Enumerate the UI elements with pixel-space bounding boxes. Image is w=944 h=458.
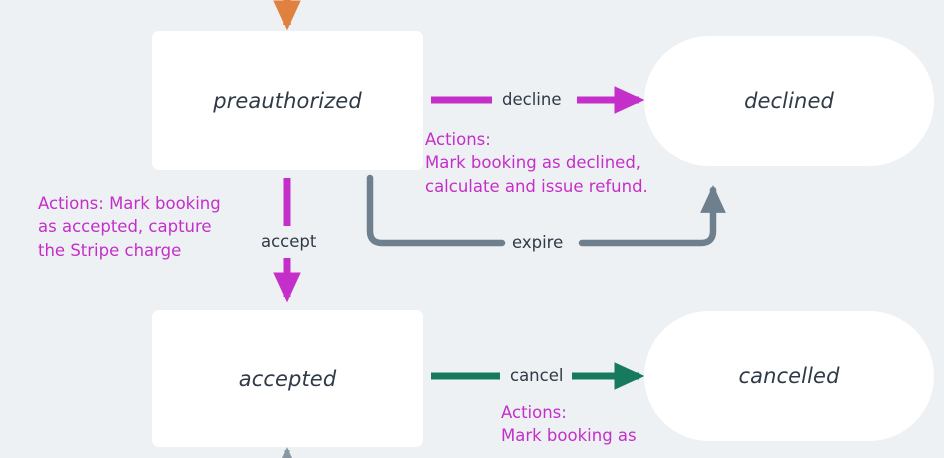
node-accepted[interactable]: accepted <box>152 310 423 447</box>
note-cancel-actions: Actions: Mark booking as <box>501 403 637 446</box>
note-decline-actions: Actions: Mark booking as declined, calcu… <box>425 130 648 196</box>
node-cancelled[interactable]: cancelled <box>644 311 934 441</box>
node-declined-label: declined <box>744 89 834 113</box>
edge-label-expire: expire <box>507 233 569 253</box>
note-accept-actions: Actions: Mark booking as accepted, captu… <box>38 194 221 260</box>
node-preauthorized-label: preauthorized <box>213 88 362 113</box>
edge-label-decline: decline <box>497 90 567 110</box>
edge-label-accept: accept <box>256 232 322 252</box>
node-cancelled-label: cancelled <box>738 364 840 388</box>
edge-label-cancel: cancel <box>505 366 569 386</box>
node-accepted-label: accepted <box>238 366 337 391</box>
node-preauthorized[interactable]: preauthorized <box>152 31 423 170</box>
node-declined[interactable]: declined <box>644 36 934 166</box>
